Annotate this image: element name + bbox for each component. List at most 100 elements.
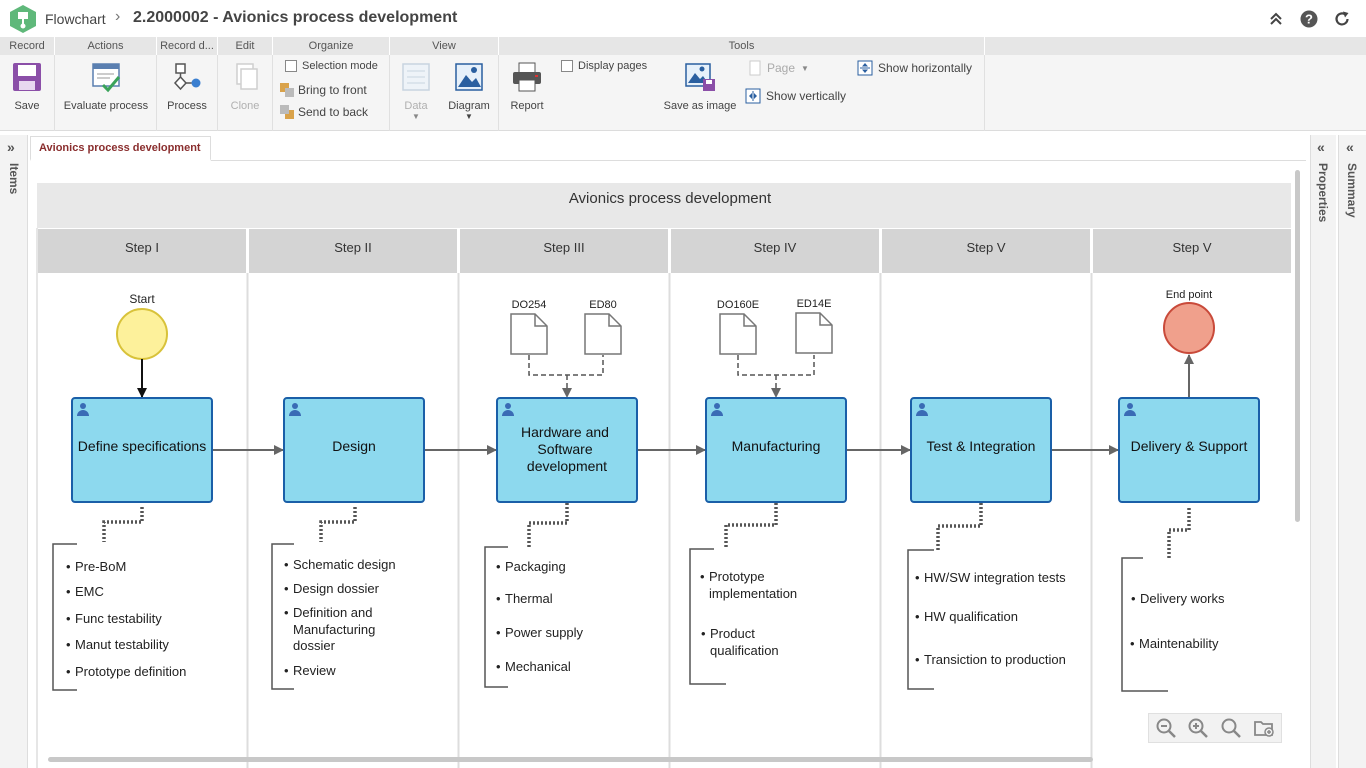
note-item: HW qualification <box>924 609 1018 624</box>
annotation-step-6[interactable]: •Delivery works •Maintenability <box>1130 591 1225 651</box>
diagram-icon <box>455 63 483 91</box>
bullet: • <box>66 637 71 652</box>
lane-header-1[interactable] <box>38 229 246 273</box>
annotation-step-5[interactable]: •HW/SW integration tests •HW qualificati… <box>915 570 1066 667</box>
lane-header-2[interactable] <box>249 229 457 273</box>
horizontal-scrollbar[interactable] <box>48 757 1093 762</box>
app-name[interactable]: Flowchart <box>45 11 106 27</box>
clone-icon <box>236 63 258 90</box>
group-edit: Clone <box>218 55 273 131</box>
data-button[interactable]: Data ▼ <box>396 61 436 121</box>
document-do160e[interactable]: DO160E <box>717 299 759 355</box>
task-test-integration[interactable]: Test & Integration <box>910 397 1052 503</box>
annotation-step-4[interactable]: •Prototype implementation •Product quali… <box>700 569 797 658</box>
diagram-label: Diagram <box>448 100 490 112</box>
display-pages-check[interactable] <box>561 60 573 72</box>
lane-header-6[interactable] <box>1093 229 1291 273</box>
report-button[interactable]: Report <box>505 61 549 112</box>
diagram-button[interactable]: Diagram ▼ <box>444 61 494 121</box>
zoom-out-icon[interactable] <box>1155 717 1177 739</box>
items-label[interactable]: Items <box>7 163 21 195</box>
flowchart-diagram[interactable]: Avionics process development Step I Step… <box>30 162 1306 768</box>
document-ed80[interactable]: ED80 <box>584 299 622 355</box>
lane-header-3[interactable] <box>460 229 668 273</box>
selection-mode-check[interactable] <box>285 60 297 72</box>
annotation-step-2[interactable]: •Schematic design •Design dossier •Defin… <box>284 557 396 678</box>
task-delivery-support[interactable]: Delivery & Support <box>1118 397 1260 503</box>
user-icon <box>289 403 301 416</box>
refresh-icon[interactable] <box>1332 9 1352 29</box>
bullet: • <box>66 611 71 626</box>
group-actions-header: Actions <box>55 37 157 55</box>
send-to-back-button[interactable]: Send to back <box>279 104 368 120</box>
save-icon <box>13 63 41 91</box>
show-horizontally-icon <box>857 60 873 76</box>
group-record-header: Record <box>0 37 55 55</box>
note-item: Product <box>710 626 755 641</box>
selection-mode-checkbox[interactable]: Selection mode <box>285 60 378 72</box>
save-button[interactable]: Save <box>6 61 48 112</box>
properties-label[interactable]: Properties <box>1316 163 1330 223</box>
bullet: • <box>284 663 289 678</box>
lanes: Step I Step II Step III Step IV Step V S… <box>36 228 1291 768</box>
expand-properties-icon[interactable]: « <box>1317 139 1325 155</box>
help-icon[interactable]: ? <box>1299 9 1319 29</box>
chevrons-up-icon[interactable] <box>1266 9 1286 29</box>
task-define-specifications[interactable]: Define specifications <box>71 397 213 503</box>
start-event[interactable] <box>116 308 168 360</box>
tab-avionics-process[interactable]: Avionics process development <box>30 136 211 161</box>
documents: DO254 ED80 DO160E ED14E <box>510 298 833 398</box>
task-label: Test & Integration <box>927 438 1036 454</box>
evaluate-process-button[interactable]: Evaluate process <box>61 61 151 112</box>
doc-label-do160e: DO160E <box>717 299 759 311</box>
summary-label[interactable]: Summary <box>1345 163 1359 218</box>
bullet: • <box>66 584 71 599</box>
process-button[interactable]: Process <box>165 61 209 112</box>
lane-header-5[interactable] <box>882 229 1090 273</box>
document-tabs: Avionics process development <box>30 136 1306 161</box>
properties-panel[interactable]: « Properties <box>1310 135 1336 768</box>
clone-button[interactable]: Clone <box>224 61 266 112</box>
user-icon <box>502 403 514 416</box>
page-dropdown[interactable]: Page ▼ <box>747 60 809 76</box>
summary-panel[interactable]: « Summary <box>1338 135 1366 768</box>
expand-items-icon[interactable]: » <box>7 139 15 155</box>
user-icon <box>77 403 89 416</box>
task-manufacturing[interactable]: Manufacturing <box>705 397 847 503</box>
document-ed14e[interactable]: ED14E <box>795 298 833 354</box>
display-pages-checkbox[interactable]: Display pages <box>561 60 647 72</box>
note-item: implementation <box>709 586 797 601</box>
document-do254[interactable]: DO254 <box>510 299 548 355</box>
task-hw-sw-development[interactable]: Hardware and Software development <box>496 397 638 503</box>
lane-title-2: Step II <box>334 240 372 255</box>
note-item: Func testability <box>75 611 162 626</box>
save-image-icon <box>685 63 715 91</box>
note-item: Design dossier <box>293 581 380 596</box>
zoom-fit-icon[interactable] <box>1220 717 1242 739</box>
annotation-step-1[interactable]: •Pre-BoM •EMC •Func testability •Manut t… <box>66 559 186 679</box>
expand-summary-icon[interactable]: « <box>1346 139 1354 155</box>
diagram-title: Avionics process development <box>569 190 772 207</box>
task-design[interactable]: Design <box>283 397 425 503</box>
show-horizontally-label: Show horizontally <box>878 61 973 75</box>
folder-add-icon[interactable] <box>1253 717 1275 739</box>
zoom-in-icon[interactable] <box>1187 717 1209 739</box>
vertical-scrollbar[interactable] <box>1295 170 1300 522</box>
show-vertically-button[interactable]: Show vertically <box>745 88 846 104</box>
app-logo-icon <box>10 5 36 33</box>
items-panel[interactable]: » Items <box>0 135 28 768</box>
save-as-image-button[interactable]: Save as image <box>661 61 739 112</box>
bullet: • <box>284 605 289 620</box>
lane-header-4[interactable] <box>671 229 879 273</box>
bring-to-front-button[interactable]: Bring to front <box>279 82 367 98</box>
group-record-d-header: Record d... <box>157 37 218 55</box>
task-label: Delivery & Support <box>1131 438 1248 454</box>
show-horizontally-button[interactable]: Show horizontally <box>857 60 972 76</box>
annotation-step-3[interactable]: •Packaging •Thermal •Power supply •Mecha… <box>496 559 584 674</box>
note-item: HW/SW integration tests <box>924 570 1066 585</box>
diagram-canvas[interactable]: Avionics process development Step I Step… <box>30 162 1306 768</box>
bullet: • <box>1130 636 1135 651</box>
note-item: Mechanical <box>505 659 571 674</box>
bullet: • <box>66 559 71 574</box>
end-event[interactable] <box>1163 302 1215 354</box>
